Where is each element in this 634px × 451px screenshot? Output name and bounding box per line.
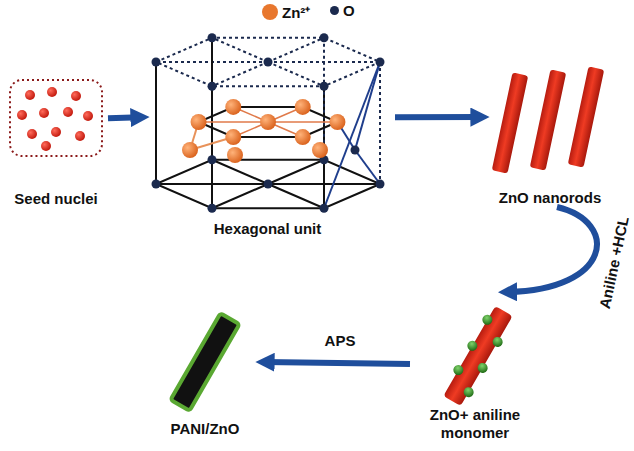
pani-zno-rod bbox=[170, 313, 239, 411]
hexagonal-lattice bbox=[152, 33, 385, 212]
stage-label: PANI/ZnO bbox=[145, 420, 265, 438]
seed-dots bbox=[17, 87, 93, 151]
legend-item: O bbox=[330, 2, 355, 19]
legend-text: Zn²⁺ bbox=[282, 2, 310, 22]
process-arrow bbox=[395, 114, 480, 120]
stage-label: ZnO nanorods bbox=[480, 189, 620, 207]
process-arrow bbox=[265, 362, 410, 364]
process-arrow bbox=[108, 114, 140, 121]
stage-node: ZnO nanorods bbox=[480, 62, 620, 207]
stage-label: Seed nuclei bbox=[4, 190, 108, 208]
legend-swatch bbox=[262, 4, 278, 20]
stage-node: ZnO+ aniline monomer bbox=[410, 292, 540, 442]
stage-label: Hexagonal unit bbox=[168, 220, 368, 238]
process-arrow bbox=[508, 207, 597, 292]
stage-label: ZnO+ aniline monomer bbox=[420, 406, 530, 442]
legend-text: O bbox=[343, 2, 355, 19]
stage-node: Seed nuclei bbox=[4, 78, 108, 208]
legend-swatch bbox=[330, 6, 339, 15]
edge-label: APS bbox=[323, 332, 358, 349]
stage-node: PANI/ZnO bbox=[145, 300, 265, 438]
stage-node: Hexagonal unit bbox=[140, 30, 395, 238]
edge-label: Aniline +HCL bbox=[596, 212, 633, 311]
monomer-rod bbox=[439, 303, 517, 408]
seed-box bbox=[10, 80, 102, 156]
legend-item: Zn²⁺ bbox=[262, 2, 310, 22]
nanorods bbox=[492, 66, 604, 173]
